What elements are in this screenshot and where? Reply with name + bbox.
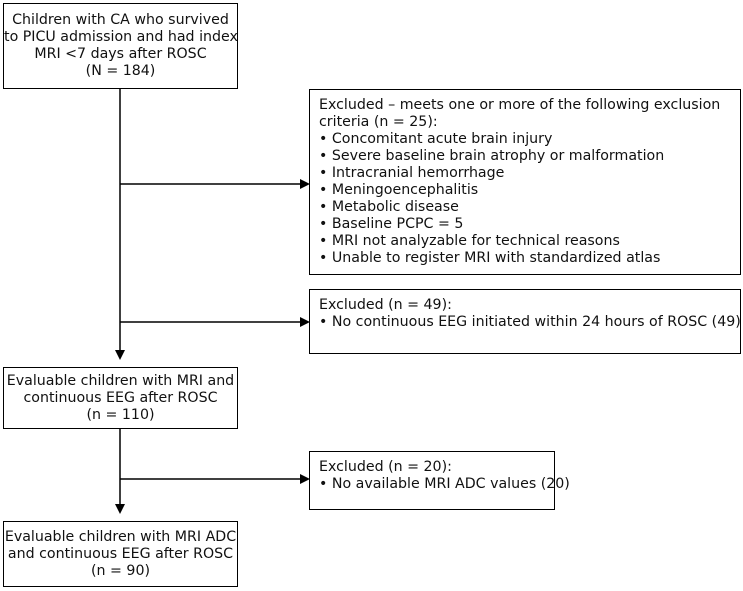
box-final-cohort: Evaluable children with MRI ADC and cont… <box>3 521 238 587</box>
exclusion1-line-9: • MRI not analyzable for technical reaso… <box>319 233 620 249</box>
box-initial-cohort: Children with CA who survived to PICU ad… <box>3 3 238 89</box>
box-initial-line-1: Children with CA who survived <box>12 12 229 28</box>
box-initial-line-4: (N = 184) <box>85 63 156 79</box>
box-initial-line-2: to PICU admission and had index <box>4 29 238 45</box>
box-exclusion-no-adc: Excluded (n = 20): • No available MRI AD… <box>309 451 570 510</box>
final-line-2: and continuous EEG after ROSC <box>7 545 234 562</box>
final-line-3: (n = 90) <box>90 562 151 579</box>
exclusion1-line-3: • Concomitant acute brain injury <box>319 131 553 147</box>
exclusion2-line-1: Excluded (n = 49): <box>319 297 452 313</box>
exclusion1-line-10: • Unable to register MRI with standardiz… <box>319 250 661 266</box>
exclusion1-line-2: criteria (n = 25): <box>319 114 438 130</box>
exclusion1-line-1: Excluded – meets one or more of the foll… <box>319 97 721 113</box>
final-line-1: Evaluable children with MRI ADC <box>4 528 237 545</box>
exclusion1-line-6: • Meningoencephalitis <box>319 182 479 198</box>
box-evaluable-eeg: Evaluable children with MRI and continuo… <box>3 367 238 429</box>
box-exclusion-no-eeg: Excluded (n = 49): • No continuous EEG i… <box>309 289 741 354</box>
box-exclusion-criteria: Excluded – meets one or more of the foll… <box>309 89 741 275</box>
exclusion3-line-1: Excluded (n = 20): <box>319 459 452 475</box>
exclusion1-line-5: • Intracranial hemorrhage <box>319 165 505 181</box>
exclusion2-line-2: • No continuous EEG initiated within 24 … <box>319 314 741 330</box>
box-initial-line-3: MRI <7 days after ROSC <box>34 46 207 62</box>
exclusion1-line-4: • Severe baseline brain atrophy or malfo… <box>319 148 665 164</box>
evaluable-eeg-line-1: Evaluable children with MRI and <box>6 372 235 389</box>
exclusion3-line-2: • No available MRI ADC values (20) <box>319 476 570 492</box>
exclusion1-line-7: • Metabolic disease <box>319 199 459 215</box>
exclusion1-line-8: • Baseline PCPC = 5 <box>319 216 464 232</box>
evaluable-eeg-line-2: continuous EEG after ROSC <box>23 389 218 406</box>
evaluable-eeg-line-3: (n = 110) <box>86 406 155 423</box>
